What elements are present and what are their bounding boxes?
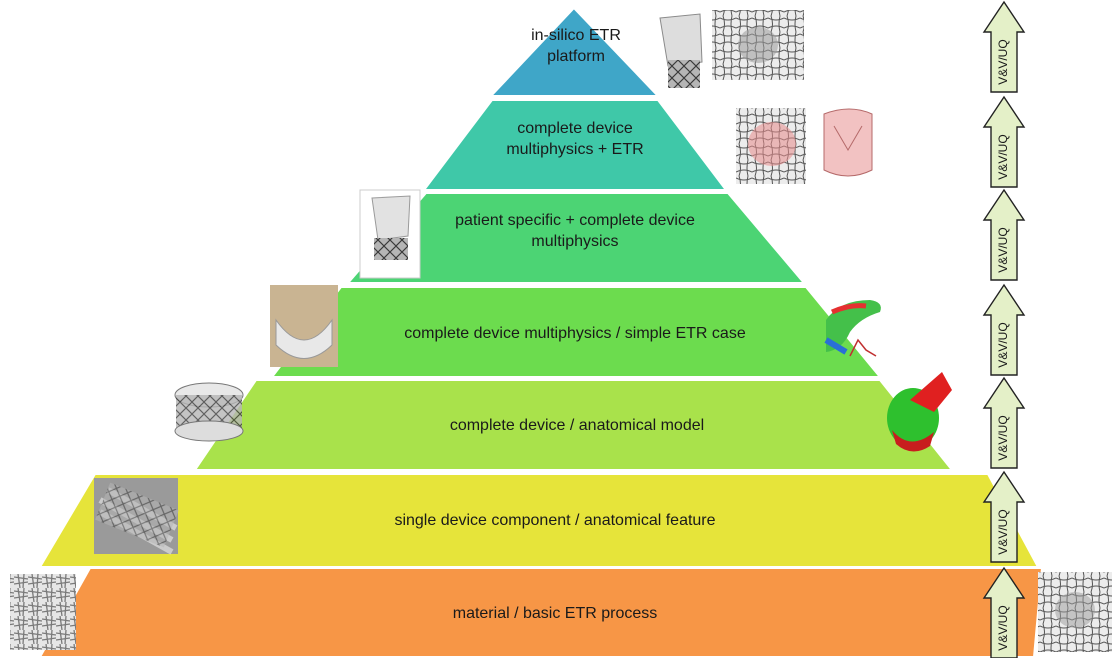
pyramid-level-6: complete device multiphysics + ETR — [421, 99, 729, 191]
vv-uq-arrow-3: V&V/UQ — [982, 376, 1026, 469]
pyramid-level-3-label-line1: complete device / anatomical model — [450, 417, 704, 434]
pyramid-level-7-shape — [488, 6, 661, 97]
vv-uq-arrow-7-label: V&V/UQ — [996, 39, 1010, 84]
vv-uq-arrow-4: V&V/UQ — [982, 283, 1026, 376]
fiber-network-image-top — [712, 10, 804, 80]
vv-uq-arrow-4-shape — [982, 283, 1026, 376]
vv-uq-arrow-3-label: V&V/UQ — [996, 415, 1010, 460]
pyramid-level-6-label-line2: multiphysics + ETR — [506, 141, 643, 158]
pyramid-level-1: material / basic ETR process — [38, 567, 1044, 658]
pyramid-level-4-label-line1: complete device multiphysics / simple ET… — [404, 325, 746, 342]
pyramid-level-7: in-silico ETR platform — [488, 6, 661, 97]
vessel-stent-gray-image-top — [659, 13, 703, 88]
pyramid-level-6-shape — [421, 99, 729, 191]
vv-uq-arrow-2: V&V/UQ — [982, 470, 1026, 563]
vv-uq-arrow-6: V&V/UQ — [982, 95, 1026, 188]
vv-uq-arrow-6-shape — [982, 95, 1026, 188]
anatomical-model-heat-image — [887, 372, 952, 452]
pyramid-level-2-label-line1: single device component / anatomical fea… — [394, 512, 715, 529]
pyramid-level-7-label-line2: platform — [547, 48, 605, 65]
pyramid-level-6-label-line1: complete device — [517, 120, 633, 137]
vv-uq-arrow-5: V&V/UQ — [982, 188, 1026, 281]
pyramid-level-5-label-line1: patient specific + complete device — [455, 212, 695, 229]
stent-closeup-image — [94, 478, 179, 555]
valve-leaflet-pink-image — [823, 108, 873, 177]
pyramid-level-1-label-line1: material / basic ETR process — [453, 605, 658, 622]
vv-uq-arrow-5-shape — [982, 188, 1026, 281]
vv-uq-arrow-1-shape — [982, 566, 1026, 658]
vv-uq-arrow-1: V&V/UQ — [982, 566, 1026, 658]
pyramid-level-4: complete device multiphysics / simple ET… — [269, 286, 883, 378]
vv-uq-arrow-5-label: V&V/UQ — [996, 227, 1010, 272]
fiber-network-red-image — [736, 108, 806, 184]
vv-uq-arrow-3-shape — [982, 376, 1026, 469]
vv-uq-arrow-7-shape — [982, 0, 1026, 93]
valve-stent-frame-image — [174, 382, 244, 442]
pyramid-level-7-label-line1: in-silico ETR — [531, 27, 621, 44]
stent-in-vessel-image-level5 — [359, 189, 421, 279]
pyramid-level-2-shape — [38, 473, 1040, 568]
vv-uq-arrow-4-label: V&V/UQ — [996, 322, 1010, 367]
vv-uq-arrow-1-label: V&V/UQ — [996, 605, 1010, 650]
pyramid-level-5-label-line2: multiphysics — [531, 233, 618, 250]
vv-uq-arrow-2-shape — [982, 470, 1026, 563]
cfd-flow-result-image — [824, 300, 881, 357]
pyramid-level-3: complete device / anatomical model — [193, 379, 955, 471]
fiber-network-image-bottom-right — [1038, 572, 1112, 652]
vv-uq-arrow-7: V&V/UQ — [982, 0, 1026, 93]
vv-uq-arrow-2-label: V&V/UQ — [996, 509, 1010, 554]
aortic-root-model-image — [270, 285, 338, 367]
pyramid-level-2: single device component / anatomical fea… — [38, 473, 1040, 568]
vv-uq-arrow-6-label: V&V/UQ — [996, 134, 1010, 179]
fiber-mesh-image-bottom-left — [10, 574, 76, 650]
